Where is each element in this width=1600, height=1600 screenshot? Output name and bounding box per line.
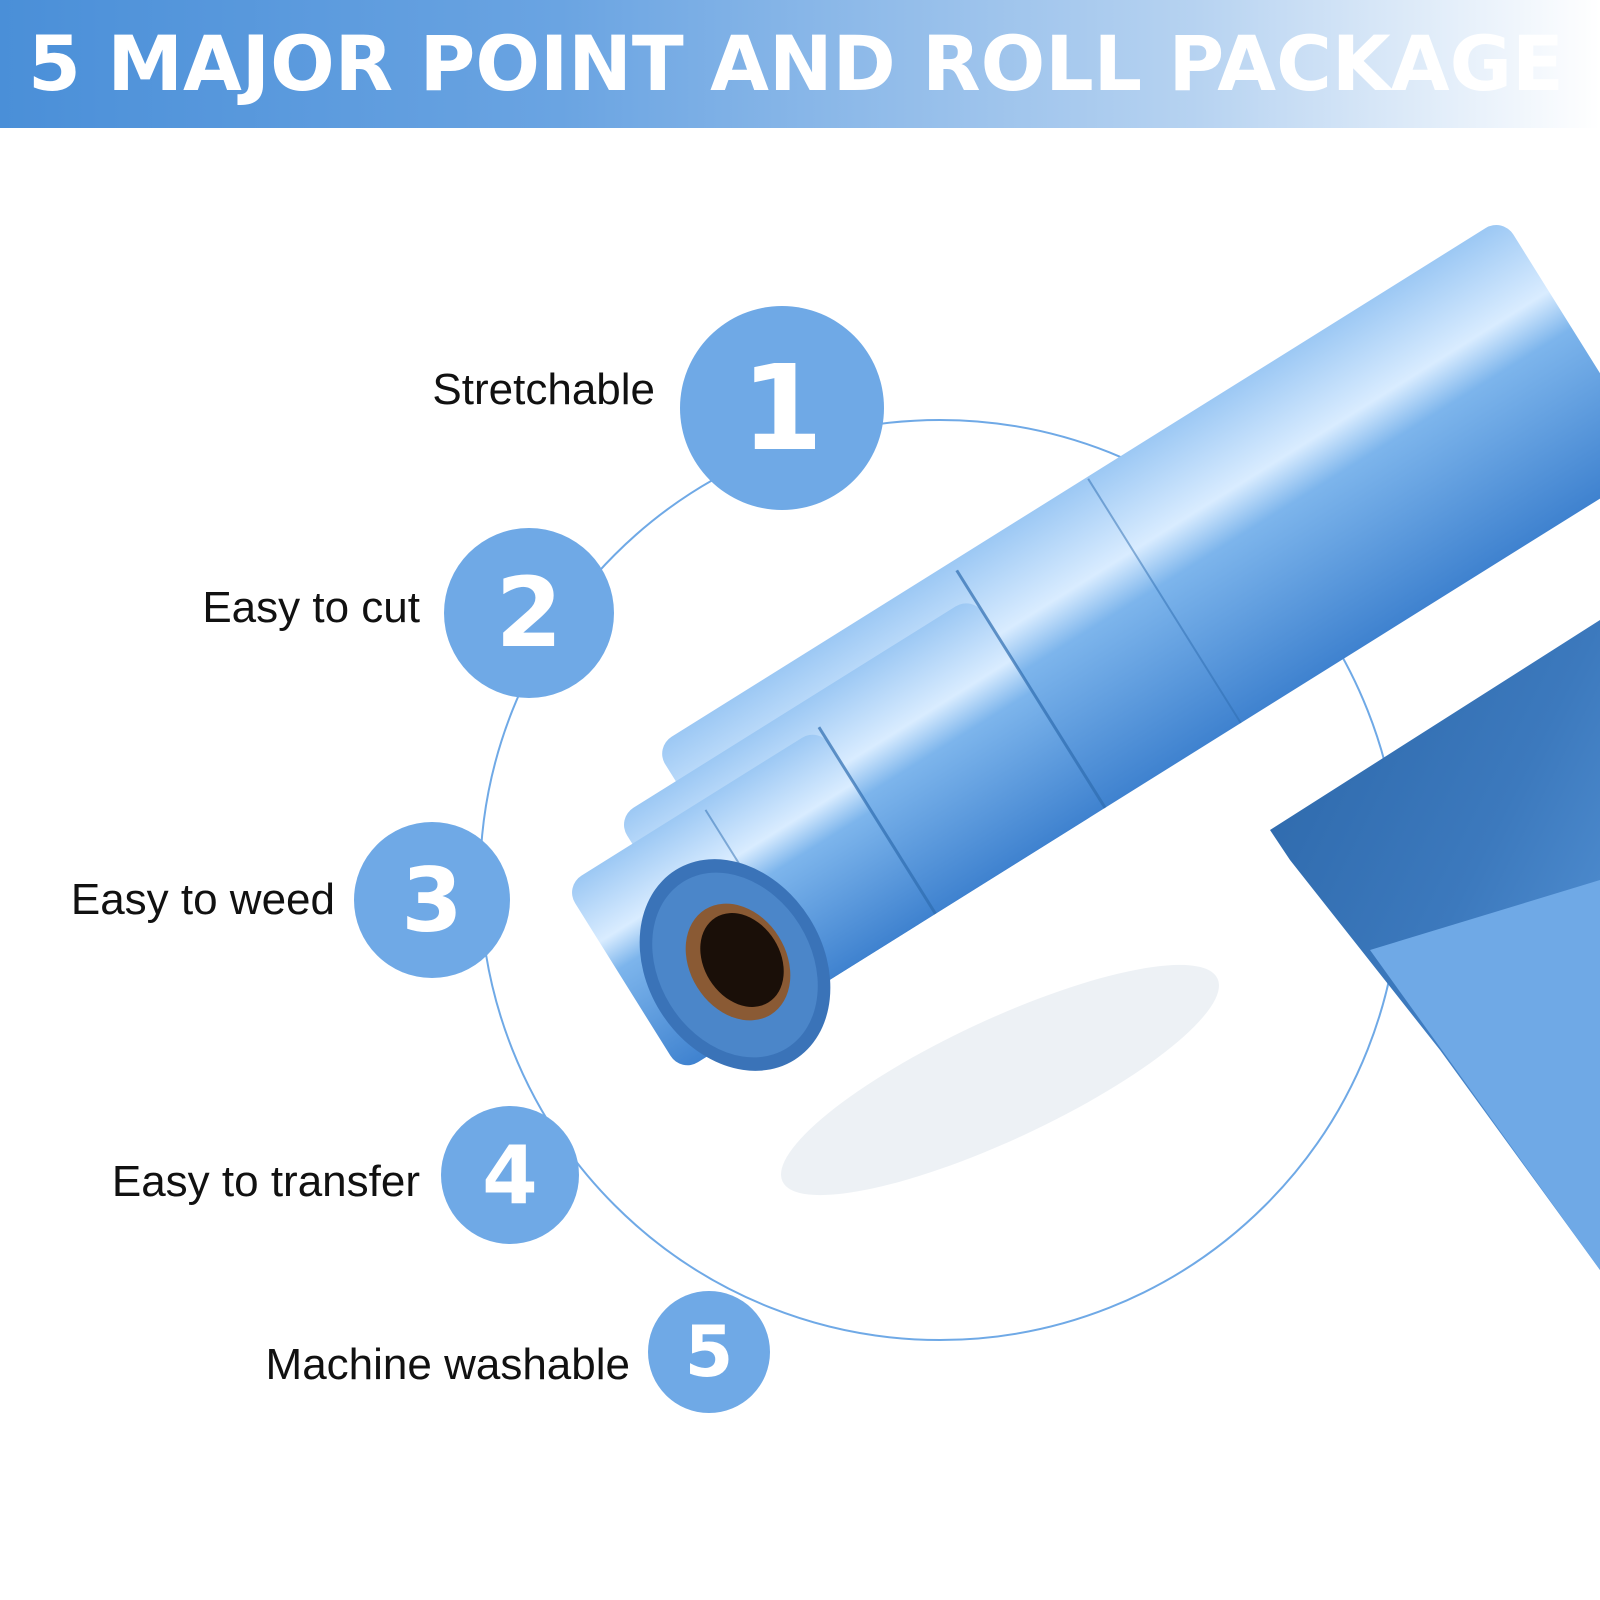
- feature-label-easy-to-weed: Easy to weed: [70, 875, 335, 924]
- feature-label-machine-washable: Machine washable: [265, 1340, 630, 1389]
- feature-label-easy-to-transfer: Easy to transfer: [111, 1157, 420, 1206]
- feature-badge-5: 5: [648, 1291, 770, 1413]
- header-banner: 5 MAJOR POINT AND ROLL PACKAGE: [0, 0, 1600, 128]
- page-title: 5 MAJOR POINT AND ROLL PACKAGE: [28, 19, 1564, 108]
- feature-badge-2: 2: [444, 528, 614, 698]
- feature-badge-4: 4: [441, 1106, 579, 1244]
- feature-badge-1: 1: [680, 306, 884, 510]
- feature-label-stretchable: Stretchable: [432, 365, 655, 414]
- feature-label-easy-to-cut: Easy to cut: [202, 583, 420, 632]
- feature-badge-3: 3: [354, 822, 510, 978]
